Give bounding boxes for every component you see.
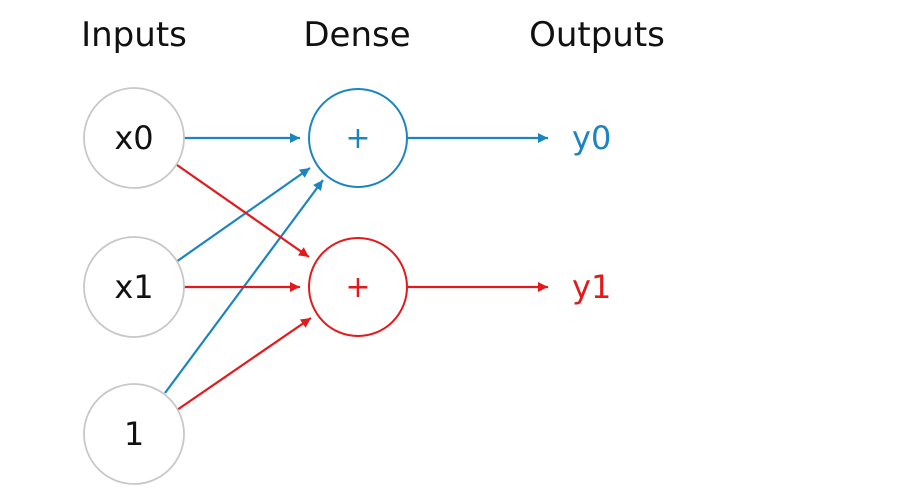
header-dense: Dense bbox=[303, 15, 410, 55]
dense-sum-1: + bbox=[345, 270, 370, 305]
edge-bias-to-dense1 bbox=[176, 317, 312, 411]
input-node-bias: 1 bbox=[83, 383, 185, 485]
output-y1: y1 bbox=[572, 268, 611, 306]
dense-node-1: + bbox=[308, 237, 408, 337]
dense-node-0: + bbox=[308, 88, 408, 188]
edge-x0-to-dense1 bbox=[176, 164, 310, 258]
output-y0: y0 bbox=[572, 119, 611, 157]
input-node-x0: x0 bbox=[83, 87, 185, 189]
header-outputs: Outputs bbox=[529, 15, 665, 55]
input-label-x1: x1 bbox=[114, 268, 153, 306]
input-label-x0: x0 bbox=[114, 119, 153, 157]
connections bbox=[164, 133, 548, 411]
header-inputs: Inputs bbox=[81, 15, 187, 55]
dense-sum-0: + bbox=[345, 121, 370, 156]
input-label-bias: 1 bbox=[124, 415, 144, 453]
input-node-x1: x1 bbox=[83, 236, 185, 338]
edge-x1-to-dense0 bbox=[175, 167, 311, 263]
